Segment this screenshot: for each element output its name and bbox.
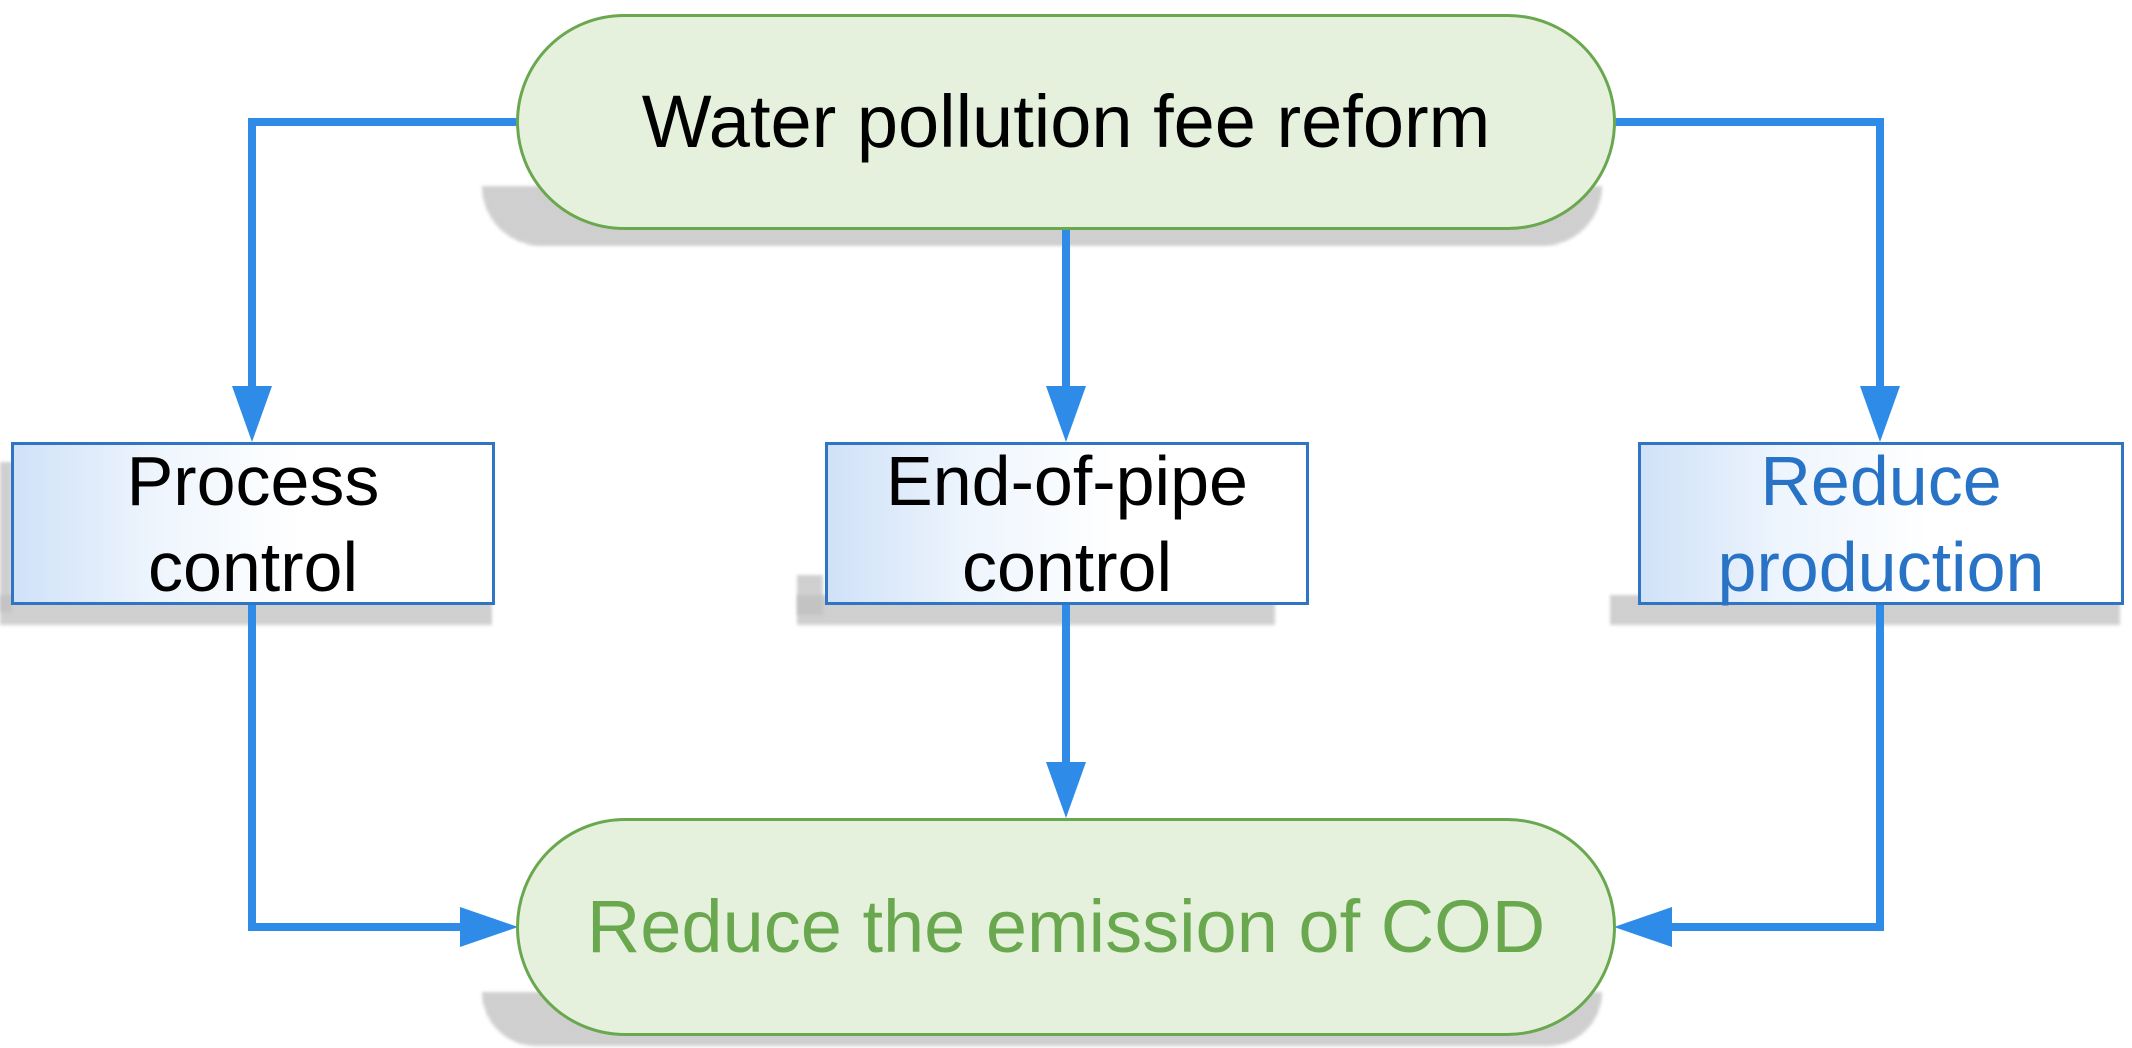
reduce-production-node: Reduce production (1638, 442, 2124, 606)
end-of-pipe-control-label: End-of-pipe control (886, 441, 1248, 606)
connector-reduce-production-to-bottom (1668, 604, 1884, 931)
connector-top-to-process-control (248, 118, 518, 400)
end-of-pipe-control-node: End-of-pipe control (825, 442, 1309, 606)
process-control-label: Process control (126, 441, 380, 606)
process-control-shadow-left (0, 462, 12, 612)
arrowhead-reduce-production (1860, 386, 1900, 442)
end-of-pipe-shadow-left (797, 575, 823, 615)
arrowhead-bottom-center (1046, 762, 1086, 818)
connector-process-control-to-bottom (248, 604, 464, 931)
reduce-production-label: Reduce production (1717, 441, 2045, 606)
bottom-node: Reduce the emission of COD (516, 818, 1616, 1036)
top-node-label: Water pollution fee reform (641, 80, 1491, 163)
top-node: Water pollution fee reform (516, 14, 1616, 230)
process-control-node: Process control (11, 442, 495, 606)
arrowhead-end-of-pipe (1046, 386, 1086, 442)
arrowhead-process-control (232, 386, 272, 442)
bottom-node-label: Reduce the emission of COD (586, 885, 1546, 968)
connector-top-to-reduce-production (1614, 118, 1884, 400)
arrowhead-bottom-right (1614, 907, 1672, 947)
arrowhead-bottom-left (460, 907, 518, 947)
